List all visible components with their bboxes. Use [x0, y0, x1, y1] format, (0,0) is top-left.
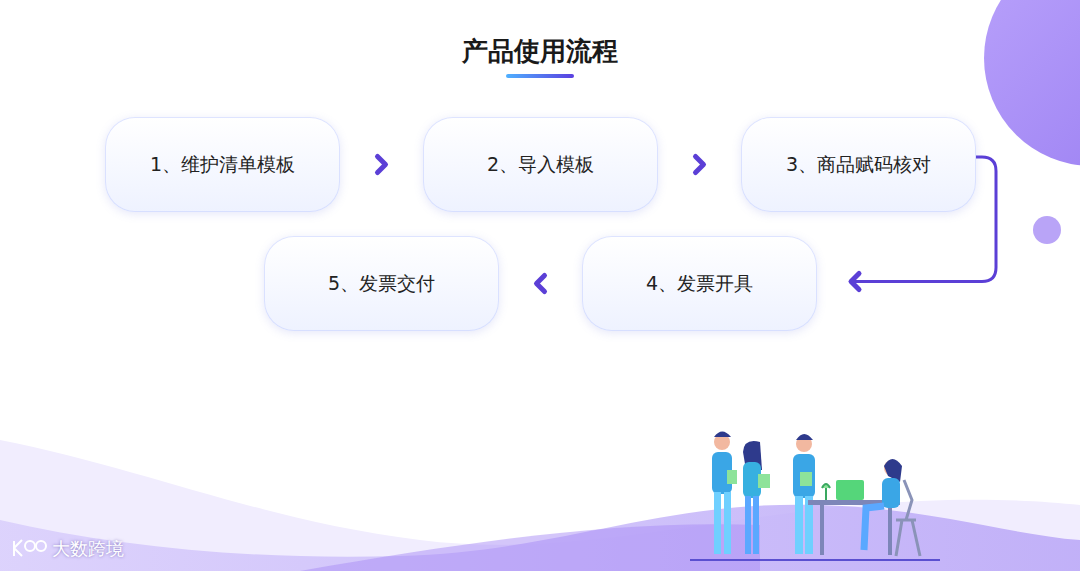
- process-box: 2、导入模板: [423, 117, 658, 212]
- diagram-title: 产品使用流程: [0, 34, 1080, 69]
- process-box: 5、发票交付: [264, 236, 499, 331]
- process-box: 4、发票开具: [582, 236, 817, 331]
- flow-connector: [696, 157, 704, 173]
- corner-circle: [984, 0, 1080, 166]
- box-label: 3、商品赋码核对: [786, 152, 931, 178]
- process-box: 3、商品赋码核对: [741, 117, 976, 212]
- team-illustration: [690, 432, 940, 561]
- ground-wave: [300, 524, 760, 571]
- arrow-head: [378, 157, 386, 173]
- logo-mark: [14, 540, 46, 556]
- small-circle: [1033, 216, 1061, 244]
- box-label: 1、维护清单模板: [150, 152, 295, 178]
- box-label: 2、导入模板: [487, 152, 594, 178]
- box-label: 5、发票交付: [328, 271, 435, 297]
- flow-connector: [378, 157, 386, 173]
- flow-connector: [537, 276, 545, 292]
- watermark: 大数跨境: [52, 537, 124, 561]
- box-label: 4、发票开具: [646, 271, 753, 297]
- arrow-head: [537, 276, 545, 292]
- ground-wave: [0, 505, 1080, 571]
- arrow-head: [851, 274, 859, 290]
- arrow-head: [696, 157, 704, 173]
- process-box: 1、维护清单模板: [105, 117, 340, 212]
- title-underline: [506, 74, 574, 78]
- ground-wave: [0, 440, 1080, 571]
